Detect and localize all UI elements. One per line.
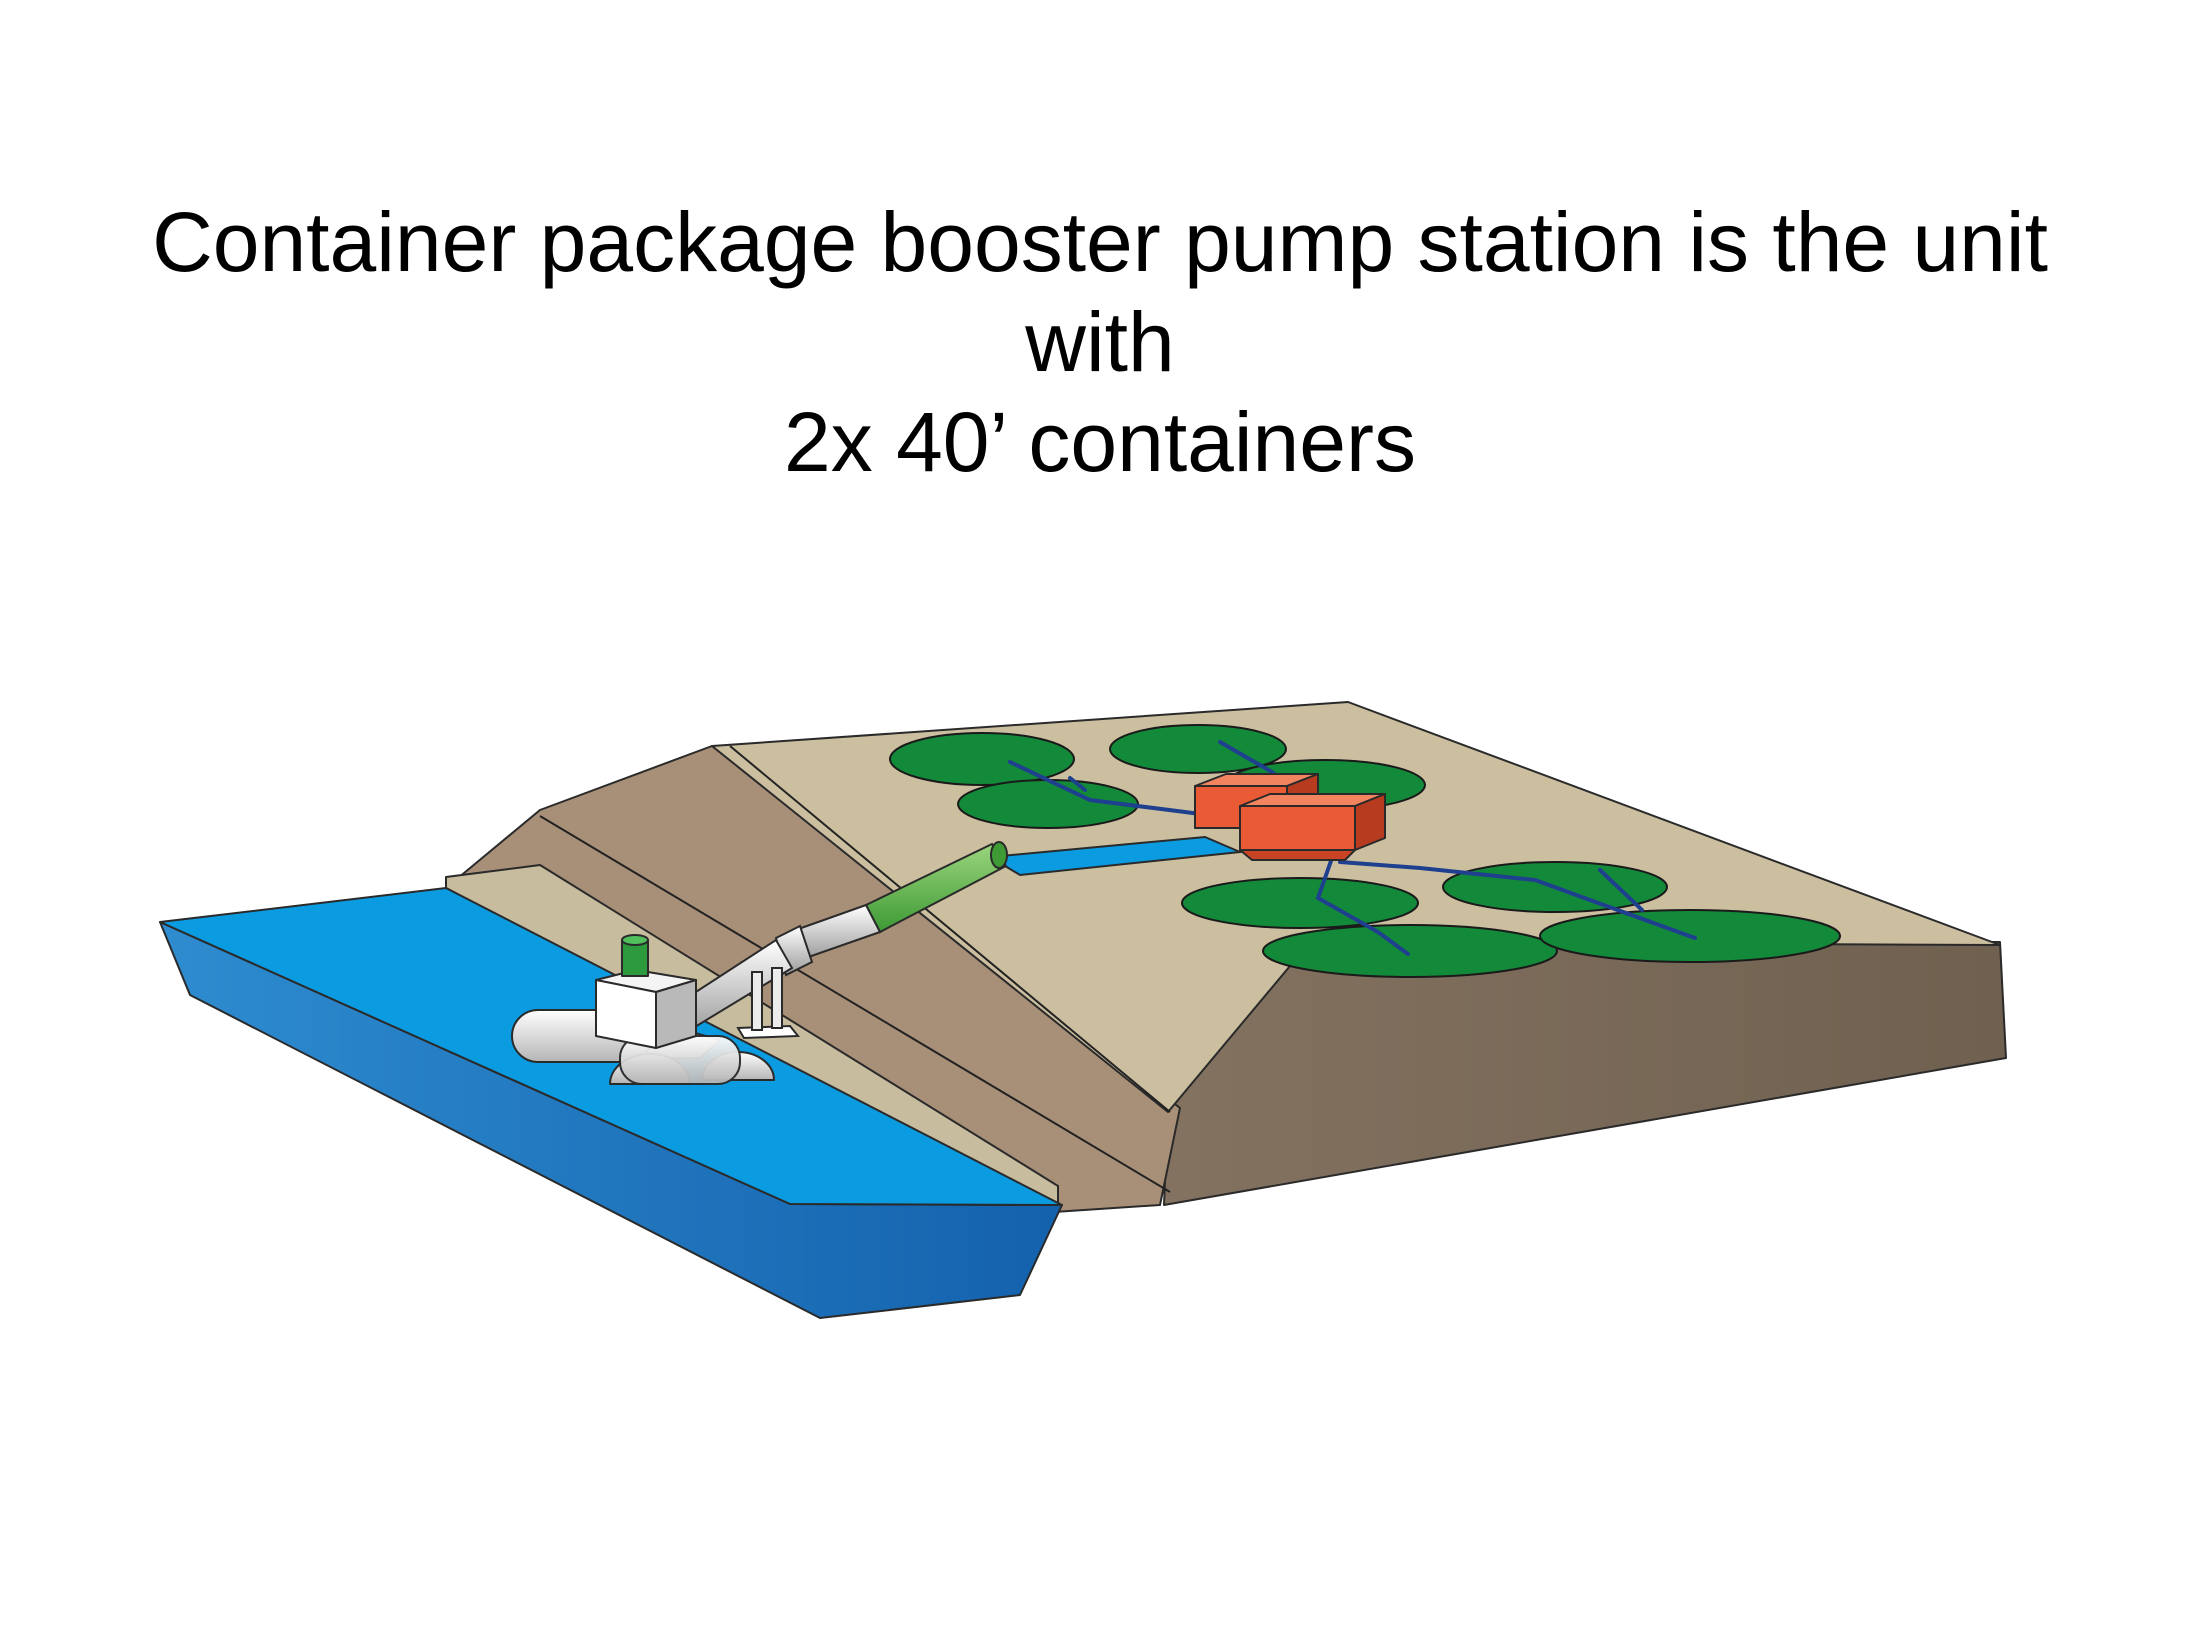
canal (986, 835, 1244, 877)
network-pipe (1068, 776, 1087, 792)
containers (1194, 773, 1386, 861)
field-circle (1262, 924, 1558, 978)
slope-line (539, 815, 1171, 1193)
field-circle (1181, 877, 1419, 929)
diagram-title: Container package booster pump station i… (0, 192, 2200, 492)
container-40ft (1239, 793, 1386, 861)
pump-motor-top (621, 934, 649, 946)
ridge-line (729, 745, 1171, 1113)
title-line-3: 2x 40’ containers (784, 395, 1416, 489)
pipe-outlet (990, 841, 1008, 869)
title-line-2: with (1025, 295, 1175, 389)
pump-housing-front (595, 979, 657, 1049)
network-pipe (1338, 860, 1697, 940)
land-side-face (1163, 939, 2007, 1206)
floating-pump-unit (511, 934, 775, 1085)
network-pipe (1598, 868, 1644, 912)
pump-housing-side (655, 979, 697, 1049)
network-pipe (1315, 856, 1410, 956)
pipe-support (736, 967, 801, 1040)
field-circle (1109, 724, 1287, 774)
title-line-1: Container package booster pump station i… (152, 195, 2048, 289)
